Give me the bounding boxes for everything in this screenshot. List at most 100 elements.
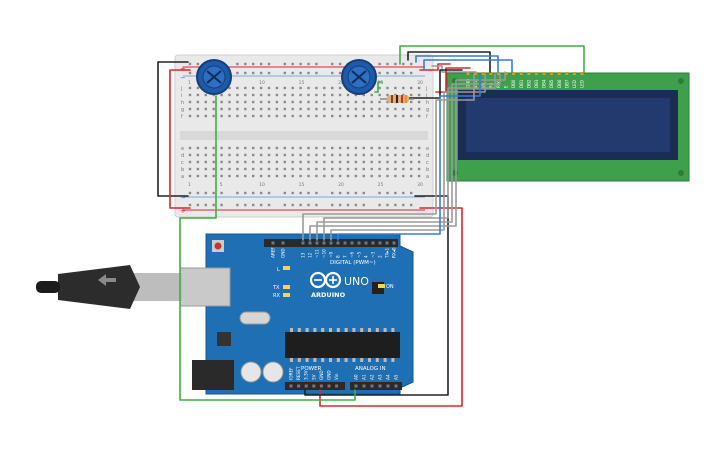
power-jack (192, 360, 234, 390)
column-number: 1 (188, 80, 191, 86)
header-pin[interactable] (394, 384, 398, 388)
lcd-pin-label: DB5 (549, 79, 554, 88)
lcd-pin-label: DB0 (511, 79, 516, 88)
header-pin[interactable] (308, 241, 312, 245)
pin-label: 13 (301, 252, 306, 258)
lcd-pin[interactable] (504, 72, 508, 75)
lcd-pin-label: DB2 (526, 79, 531, 88)
header-pin[interactable] (370, 384, 374, 388)
header-pin[interactable] (335, 384, 339, 388)
lcd-pin[interactable] (466, 72, 470, 75)
lcd-pin[interactable] (512, 72, 516, 75)
rail-plus-top: + (180, 65, 186, 73)
header-pin[interactable] (271, 241, 275, 245)
row-letter: h (426, 100, 429, 106)
header-pin[interactable] (315, 241, 319, 245)
lcd-screen (466, 98, 670, 152)
lcd-pin[interactable] (580, 72, 584, 75)
row-letter: a (426, 174, 429, 180)
header-pin[interactable] (301, 241, 305, 245)
lcd-pin[interactable] (550, 72, 554, 75)
column-number: 10 (259, 182, 265, 188)
row-letter: j (180, 86, 182, 92)
column-number: 25 (378, 182, 384, 188)
row-letter: e (426, 146, 429, 152)
header-pin[interactable] (312, 384, 316, 388)
potentiometer-left-icon[interactable] (196, 59, 232, 95)
column-number: 1 (188, 182, 191, 188)
pin-label: 12 (308, 252, 313, 258)
header-pin[interactable] (322, 241, 326, 245)
power-label: POWER (301, 366, 322, 372)
header-pin[interactable] (362, 384, 366, 388)
column-number: 15 (299, 80, 305, 86)
header-pin[interactable] (371, 241, 375, 245)
arduino-brand-text: ARDUINO (311, 291, 346, 299)
row-letter: h (181, 100, 184, 106)
header-pin[interactable] (281, 241, 285, 245)
row-letter: d (181, 153, 184, 159)
lcd-pin-label: DB1 (519, 79, 524, 88)
lcd-pin-label: E (504, 85, 509, 88)
header-pin[interactable] (354, 384, 358, 388)
lcd-pin[interactable] (519, 72, 523, 75)
header-pin[interactable] (336, 241, 340, 245)
led-l-label: L (277, 267, 280, 273)
lcd-pin[interactable] (565, 72, 569, 75)
lcd-pin[interactable] (481, 72, 485, 75)
row-letter: c (181, 160, 184, 166)
header-pin[interactable] (364, 241, 368, 245)
lcd-pin[interactable] (557, 72, 561, 75)
pin-label: ~9 (329, 251, 334, 258)
column-number: 30 (417, 182, 423, 188)
breadboard-row-labels: + − − + jjiihhggffeeddccbbaa115510101515… (180, 65, 429, 215)
rail-plus-bottom: + (180, 207, 186, 215)
column-number: 5 (220, 182, 223, 188)
header-pin[interactable] (289, 384, 293, 388)
on-label: ON (386, 284, 394, 290)
column-number: 10 (259, 80, 265, 86)
header-pin[interactable] (343, 241, 347, 245)
lcd-pin[interactable] (496, 72, 500, 75)
header-pin[interactable] (386, 384, 390, 388)
lcd-pin[interactable] (527, 72, 531, 75)
pin-label: A4 (386, 374, 391, 380)
lcd-pin[interactable] (542, 72, 546, 75)
pin-label: A1 (362, 374, 367, 380)
lcd-pin[interactable] (534, 72, 538, 75)
lcd-pin-label: RS (488, 82, 493, 88)
pin-label: A2 (370, 374, 375, 380)
header-pin[interactable] (378, 384, 382, 388)
potentiometer-right-icon[interactable] (341, 59, 377, 95)
header-pin[interactable] (385, 241, 389, 245)
pin-label: 4 (364, 255, 369, 258)
header-pin[interactable] (297, 384, 301, 388)
row-letter: b (181, 167, 184, 173)
header-pin[interactable] (392, 241, 396, 245)
lcd-pin[interactable] (489, 72, 493, 75)
header-pin[interactable] (378, 241, 382, 245)
lcd-pin[interactable] (572, 72, 576, 75)
row-letter: g (426, 107, 429, 113)
lcd-pin[interactable] (474, 72, 478, 75)
header-pin[interactable] (327, 384, 331, 388)
header-pin[interactable] (304, 384, 308, 388)
row-letter: i (426, 93, 427, 99)
row-letter: f (426, 114, 428, 120)
pin-label: IOREF (289, 367, 294, 380)
column-number: 25 (378, 80, 384, 86)
lcd-pin-label: DB7 (564, 79, 569, 88)
pin-label: 7 (343, 255, 348, 258)
arduino-logo-icon (309, 271, 342, 289)
header-pin[interactable] (357, 241, 361, 245)
pin-label: 5V (311, 374, 316, 380)
lcd-pin-label: LED (580, 80, 585, 88)
pin-label: GND (319, 370, 324, 380)
header-pin[interactable] (350, 241, 354, 245)
header-pin[interactable] (329, 241, 333, 245)
usb-b-port (179, 267, 231, 307)
header-pin[interactable] (319, 384, 323, 388)
